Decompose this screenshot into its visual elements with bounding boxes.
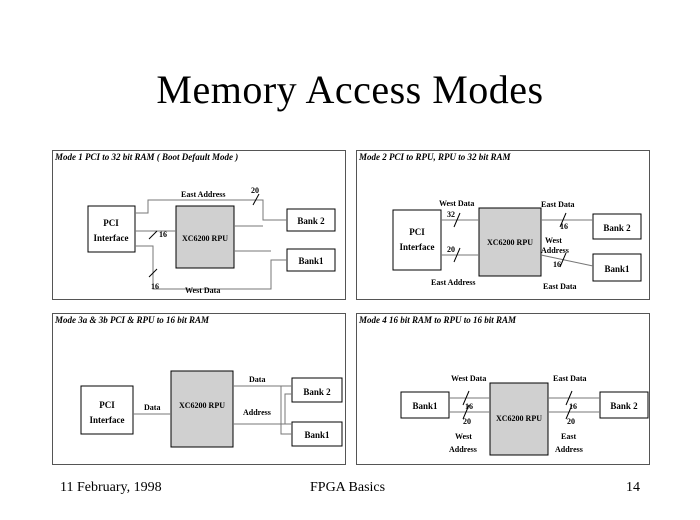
width-20-label: 20: [447, 245, 455, 254]
rpu-label: XC6200 RPU: [487, 238, 533, 247]
bank1-box: [400, 391, 450, 419]
bank2-label: Bank 2: [303, 387, 331, 397]
rpu-chip: [175, 205, 235, 269]
width-16b-label: 16: [553, 260, 561, 269]
width-16a-label: 16: [465, 402, 473, 411]
mode4-caption: Mode 4 16 bit RAM to RPU to 16 bit RAM: [359, 315, 517, 325]
data-branch: [280, 386, 292, 435]
bus-slash-16a: [462, 390, 470, 406]
mode3-panel: Mode 3a & 3b PCI & RPU to 16 bit RAM PCI…: [52, 313, 346, 465]
bank2-label: Bank 2: [610, 401, 638, 411]
footer-page-number: 14: [626, 480, 640, 495]
pci-label-2: Interface: [400, 242, 435, 252]
width-16a-label: 16: [159, 230, 167, 239]
width-20b-label: 20: [567, 417, 575, 426]
bank1-label: Bank1: [298, 256, 324, 266]
footer-date: 11 February, 1998: [60, 480, 162, 495]
east-data-bottom-label: East Data: [543, 282, 577, 291]
mode3-diagram: PCI Interface XC6200 RPU Bank 2 Bank1 Da…: [80, 370, 343, 448]
bus-slash-20: [453, 247, 461, 263]
bus-slash-32: [453, 212, 461, 228]
east-data-label: East Data: [553, 374, 587, 383]
east-address-label-2: Address: [555, 445, 583, 454]
bus-slash-16b: [559, 252, 567, 268]
west-data-label: West Data: [439, 199, 474, 208]
mode2-panel: Mode 2 PCI to RPU, RPU to 32 bit RAM PCI…: [356, 150, 650, 300]
bus-slash-16b: [565, 390, 573, 406]
data-left-label: Data: [144, 403, 160, 412]
west-address-label-2: Address: [449, 445, 477, 454]
bus-slash-16b: [148, 268, 158, 278]
mode2-diagram: PCI Interface XC6200 RPU Bank 2 Bank1 We…: [392, 199, 642, 291]
bus-slash-16a: [559, 212, 567, 228]
bank2-label: Bank 2: [603, 223, 631, 233]
width-20a-label: 20: [463, 417, 471, 426]
width-16a-label: 16: [560, 222, 568, 231]
bus-slash-16a: [148, 230, 158, 240]
width-20-label: 20: [251, 186, 259, 195]
rpu-chip: [478, 207, 542, 277]
bank1-box: [291, 421, 343, 447]
mode1-caption: Mode 1 PCI to 32 bit RAM ( Boot Default …: [55, 152, 239, 162]
east-address-bottom-label: East Address: [431, 278, 476, 287]
bank1-label: Bank1: [604, 264, 630, 274]
mode3-caption: Mode 3a & 3b PCI & RPU to 16 bit RAM: [55, 315, 210, 325]
rpu-label: XC6200 RPU: [496, 414, 542, 423]
bus-slash-20b: [565, 404, 573, 420]
pci-label-1: PCI: [99, 400, 115, 410]
pci-label-1: PCI: [103, 218, 119, 228]
bank2-box: [599, 391, 649, 419]
data-top-label: Data: [249, 375, 265, 384]
pci-interface-box: [80, 385, 134, 435]
east-data-bus-bottom: [540, 254, 594, 267]
width-16b-label: 16: [569, 402, 577, 411]
west-address-label-1: West: [455, 432, 472, 441]
rpu-label: XC6200 RPU: [179, 401, 225, 410]
west-data-label: West Data: [451, 374, 486, 383]
west-data-label: West Data: [185, 286, 220, 295]
width-16b-label: 16: [151, 282, 159, 291]
width-32-label: 32: [447, 210, 455, 219]
bank2-label: Bank 2: [297, 216, 325, 226]
footer-subject: FPGA Basics: [310, 480, 386, 495]
west-data-bus: [135, 245, 287, 290]
pci-label-2: Interface: [94, 233, 129, 243]
east-address-label: East Address: [181, 190, 226, 199]
west-address-label-1: West: [545, 236, 562, 245]
address-branch: [284, 393, 292, 424]
mode1-panel: Mode 1 PCI to 32 bit RAM ( Boot Default …: [52, 150, 346, 300]
bank1-box: [592, 253, 642, 282]
east-address-bus: [135, 199, 287, 221]
bank2-box: [592, 213, 642, 240]
pci-interface-box: [392, 209, 442, 271]
rpu-label: XC6200 RPU: [182, 234, 228, 243]
mode1-diagram: PCI Interface XC6200 RPU Bank 2 Bank1 Ea…: [87, 186, 336, 295]
bus-slash-20a: [462, 404, 470, 420]
mode2-caption: Mode 2 PCI to RPU, RPU to 32 bit RAM: [359, 152, 511, 162]
pci-interface-box: [87, 205, 136, 253]
mode4-panel: Mode 4 16 bit RAM to RPU to 16 bit RAM B…: [356, 313, 650, 465]
bank1-label: Bank1: [304, 430, 330, 440]
west-address-label-2: Address: [541, 246, 569, 255]
bank2-box: [291, 377, 343, 403]
bus-slash-20: [252, 193, 260, 206]
rpu-chip: [170, 370, 234, 448]
east-data-top-label: East Data: [541, 200, 575, 209]
pci-label-1: PCI: [409, 227, 425, 237]
address-label: Address: [243, 408, 271, 417]
east-address-label-1: East: [561, 432, 576, 441]
rpu-chip: [489, 382, 549, 456]
pci-label-2: Interface: [90, 415, 125, 425]
bank1-label: Bank1: [412, 401, 438, 411]
mode4-diagram: Bank1 XC6200 RPU Bank 2 West Data East D…: [400, 374, 649, 456]
slide-title: Memory Access Modes: [156, 67, 544, 112]
